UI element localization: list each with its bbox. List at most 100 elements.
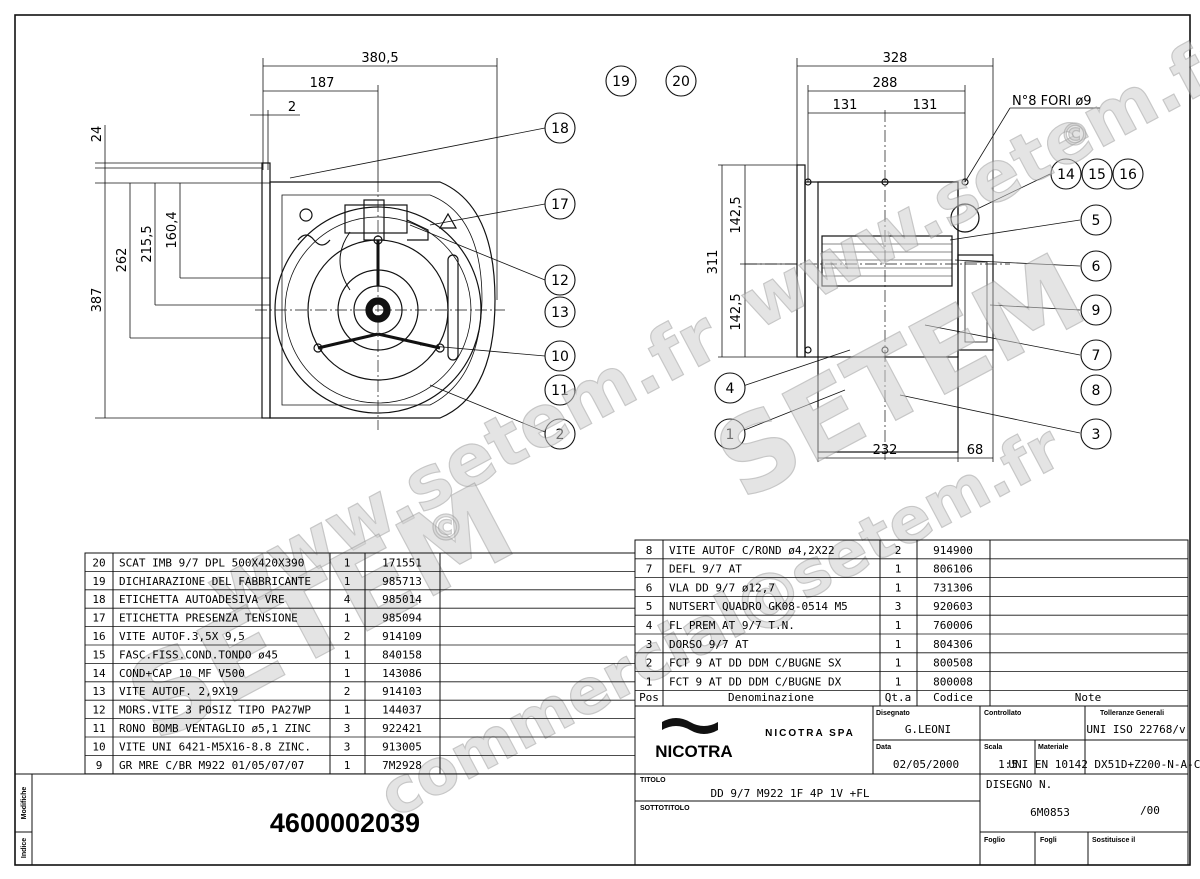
bom-cell-qty: 1 [344, 612, 351, 625]
material-value: UNI EN 10142 DX51D+Z200-N-A-C-O [1008, 758, 1200, 771]
bom-cell-code: 171551 [382, 556, 422, 569]
bom-cell-pos: 2 [646, 657, 653, 670]
part-number: 4600002039 [270, 808, 420, 838]
balloon-label: 3 [1092, 427, 1101, 443]
bom-cell-name: FCT 9 AT DD DDM C/BUGNE DX [669, 675, 842, 688]
bom-cell-qty: 1 [895, 638, 902, 651]
bom-cell-code: 800508 [933, 657, 973, 670]
bom-cell-qty: 4 [344, 593, 351, 606]
bom-cell-code: 143086 [382, 667, 422, 680]
bom-cell-pos: 1 [646, 675, 653, 688]
bom-cell-code: 914103 [382, 685, 422, 698]
bom-cell-pos: 14 [92, 667, 106, 680]
bom-cell-qty: 1 [895, 581, 902, 594]
dim-215-5: 215,5 [140, 225, 155, 262]
dim-328: 328 [883, 51, 908, 66]
bom-header-code: Codice [933, 691, 973, 704]
bom-cell-name: VLA DD 9/7 ø12,7 [669, 581, 775, 594]
dim-160-4: 160,4 [165, 211, 180, 248]
balloon-5: 5 [1080, 204, 1112, 236]
bom-cell-qty: 1 [344, 556, 351, 569]
bom-cell-code: 985713 [382, 575, 422, 588]
balloon-label: 10 [551, 349, 569, 365]
bom-header-pos: Pos [639, 691, 659, 704]
title-label: TITOLO [640, 777, 666, 784]
balloon-label: 19 [612, 74, 630, 90]
balloon-label: 8 [1092, 383, 1101, 399]
balloon-label: 13 [551, 305, 569, 321]
bom-cell-code: 922421 [382, 722, 422, 735]
drawing-revision: /00 [1140, 804, 1160, 817]
dim-380-5: 380,5 [361, 51, 398, 66]
bom-cell-pos: 4 [646, 619, 653, 632]
balloon-label: 1 [726, 427, 735, 443]
bom-cell-code: 806106 [933, 563, 973, 576]
bom-cell-code: 914900 [933, 544, 973, 557]
nicotra-logo-icon [662, 718, 718, 734]
drawing-title: DD 9/7 M922 1F 4P 1V +FL [711, 787, 870, 800]
scale-value: 1:5 [998, 758, 1018, 771]
balloon-13: 13 [544, 296, 576, 328]
balloon-14: 14 [1050, 158, 1082, 190]
dim-387: 387 [90, 288, 105, 313]
title-block-grid [14, 705, 1189, 866]
bom-cell-qty: 2 [895, 544, 902, 557]
bom-cell-code: 914109 [382, 630, 422, 643]
logo-text: NICOTRA [655, 742, 732, 761]
bom-header-name: Denominazione [728, 691, 814, 704]
dim-232: 232 [873, 443, 898, 458]
side-view [745, 110, 1010, 460]
bom-header-qty: Qt.a [885, 691, 912, 704]
dim-2: 2 [288, 100, 296, 115]
balloon-label: 17 [551, 197, 569, 213]
bom-cell-qty: 1 [895, 657, 902, 670]
tolerance-label: Tolleranze Generali [1100, 710, 1164, 717]
balloon-18: 18 [544, 112, 576, 144]
balloon-label: 2 [556, 427, 565, 443]
balloon-2: 2 [544, 418, 576, 450]
scale-label: Scala [984, 744, 1002, 751]
bom-cell-pos: 17 [92, 612, 105, 625]
drawn-label: Disegnato [876, 710, 910, 717]
balloon-label: 14 [1057, 167, 1075, 183]
bom-cell-qty: 1 [895, 675, 902, 688]
bom-cell-pos: 3 [646, 638, 653, 651]
balloon-4: 4 [714, 372, 746, 404]
dim-131-right: 131 [913, 98, 938, 113]
balloon-label: 15 [1088, 167, 1106, 183]
bom-cell-name: FL PREM AT 9/7 T.N. [669, 619, 795, 632]
bom-cell-qty: 1 [344, 667, 351, 680]
balloon-9: 9 [1080, 294, 1112, 326]
balloon-label: 4 [726, 381, 735, 397]
bom-cell-qty: 1 [895, 563, 902, 576]
bom-cell-qty: 1 [895, 619, 902, 632]
balloon-label: 6 [1092, 259, 1101, 275]
balloon-leaders [289, 127, 1081, 434]
bom-cell-name: COND+CAP 10 MF V500 [119, 667, 245, 680]
dim-131-left: 131 [833, 98, 858, 113]
balloon-label: 7 [1092, 348, 1101, 364]
bom-cell-name: RONO BOMB VENTAGLIO ø5,1 ZINC [119, 722, 311, 735]
dim-68: 68 [967, 443, 984, 458]
bom-cell-qty: 2 [344, 685, 351, 698]
balloon-label: 18 [551, 121, 569, 137]
bom-cell-qty: 2 [344, 630, 351, 643]
balloon-17: 17 [544, 188, 576, 220]
dim-311: 311 [706, 250, 721, 275]
side-dimension-lines [718, 58, 1100, 462]
bom-cell-name: GR MRE C/BR M922 01/05/07/07 [119, 759, 304, 772]
bom-cell-pos: 5 [646, 600, 653, 613]
bom-cell-name: NUTSERT QUADRO GK08-0514 M5 [669, 600, 848, 613]
bom-cell-pos: 6 [646, 581, 653, 594]
bom-cell-pos: 9 [96, 759, 103, 772]
balloon-8: 8 [1080, 374, 1112, 406]
drawn-value: G.LEONI [905, 723, 951, 736]
bom-cell-pos: 20 [92, 556, 105, 569]
balloon-label: 9 [1092, 303, 1101, 319]
bom-cell-name: FCT 9 AT DD DDM C/BUGNE SX [669, 657, 842, 670]
company-name: NICOTRA SPA [765, 728, 855, 739]
